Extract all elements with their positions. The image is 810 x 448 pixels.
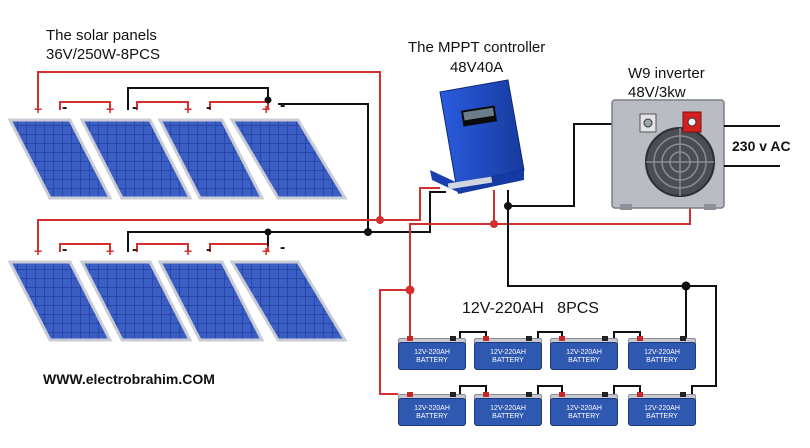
battery-sublabel: BATTERY (568, 413, 600, 420)
solar-panels-title: The solar panels (46, 27, 157, 44)
junction-dot (405, 285, 415, 295)
battery-sublabel: BATTERY (492, 413, 524, 420)
panel-plus-marker: + (262, 243, 271, 259)
panel-plus-marker: + (184, 101, 193, 117)
junction-dot (681, 281, 691, 291)
panel-plus-marker: + (34, 243, 43, 259)
battery-label: 12V-220AH (644, 405, 680, 412)
battery-label: 12V-220AH (566, 405, 602, 412)
panel-minus-marker: - (206, 99, 212, 116)
battery-sublabel: BATTERY (416, 357, 448, 364)
panel-minus-marker: - (206, 241, 212, 258)
panel-minus-marker: - (62, 241, 68, 258)
inverter-negative-feed (508, 123, 646, 207)
battery-wiring (379, 285, 717, 396)
junction-dot (264, 96, 272, 104)
panel-minus-marker: - (132, 99, 138, 116)
panel-minus-marker: - (280, 239, 286, 256)
solar-panels-label: The solar panels 36V/250W-8PCS (46, 26, 160, 64)
solar-panel (7, 118, 113, 200)
solar-panel (79, 118, 193, 200)
panel-minus-marker: - (62, 99, 68, 116)
mppt-controller (430, 79, 525, 194)
panel-plus-marker: + (34, 101, 43, 117)
panel-plus-marker: + (184, 243, 193, 259)
battery-sublabel: BATTERY (646, 413, 678, 420)
solar-panel (157, 260, 265, 342)
panel-plus-marker: + (262, 101, 271, 117)
mppt-controller-title: The MPPT controller (408, 39, 546, 56)
panel-series-wires-top (37, 71, 381, 232)
solar-panel (157, 118, 265, 200)
panel-plus-marker: + (106, 243, 115, 259)
junction-dot (364, 228, 372, 236)
panel-minus-marker: - (280, 97, 286, 114)
battery-label: 12V-220AH (414, 349, 450, 356)
solar-panel (229, 118, 348, 200)
controller-positive-out (409, 190, 495, 290)
ac-output-label: 230 v AC (732, 138, 791, 154)
panel-negative-feed (368, 191, 446, 233)
solar-panel (229, 260, 348, 342)
battery-bank-label: 12V-220AH 8PCS (462, 300, 599, 317)
panel-minus-marker: - (132, 241, 138, 258)
controller-negative-out (507, 190, 686, 287)
junction-dot (376, 216, 384, 224)
solar-panel-row-top (7, 118, 348, 200)
battery-sublabel: BATTERY (646, 357, 678, 364)
panel-plus-marker: + (106, 101, 115, 117)
junction-dot (490, 220, 498, 228)
battery-label: 12V-220AH (414, 405, 450, 412)
panel-series-wires-bottom (37, 219, 380, 252)
battery-sublabel: BATTERY (568, 357, 600, 364)
battery-label: 12V-220AH (644, 349, 680, 356)
battery-sublabel: BATTERY (416, 413, 448, 420)
junction-dot (264, 228, 272, 236)
battery-label: 12V-220AH (490, 405, 526, 412)
solar-panel (79, 260, 193, 342)
inverter-label: W9 inverter 48V/3kw (628, 64, 705, 102)
inverter-spec: 48V/3kw (628, 84, 686, 101)
mppt-controller-spec: 48V40A (449, 59, 504, 76)
battery-label: 12V-220AH (566, 349, 602, 356)
solar-panels-spec: 36V/250W-8PCS (46, 46, 160, 63)
battery-sublabel: BATTERY (492, 357, 524, 364)
solar-panel-row-bottom (7, 260, 348, 342)
panel-positive-feed (380, 187, 440, 221)
website-label: WWW.electrobrahim.COM (43, 371, 215, 387)
mppt-controller-label: The MPPT controller 48V40A (408, 38, 545, 78)
solar-panel (7, 260, 113, 342)
inverter-title: W9 inverter (628, 65, 705, 82)
battery-label: 12V-220AH (490, 349, 526, 356)
inverter (611, 99, 725, 210)
junction-dot (504, 202, 512, 210)
